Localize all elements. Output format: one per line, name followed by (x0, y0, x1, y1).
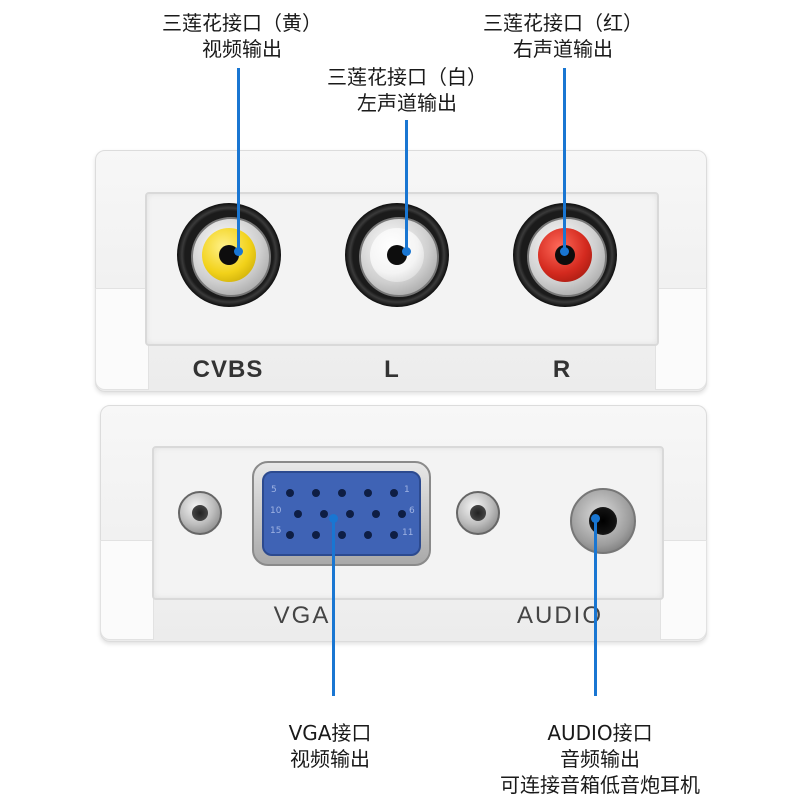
callout-red-title: 三莲花接口（红） (483, 11, 643, 35)
bottom-unit-right-seam (660, 540, 707, 640)
vga-pin-number: 11 (402, 528, 414, 538)
rca-jack-white (345, 203, 449, 307)
label-vga: VGA (273, 602, 331, 629)
callout-vga: VGA接口 视频输出 (250, 720, 410, 772)
bottom-unit-left-seam (100, 540, 154, 640)
leader-dot-yellow (234, 247, 243, 256)
leader-line-yellow (237, 68, 240, 250)
vga-screw-left-icon (178, 491, 222, 535)
vga-pin (320, 510, 328, 518)
vga-pin-number: 5 (271, 485, 277, 495)
vga-connector (262, 471, 421, 556)
callout-audio-desc: 音频输出 (560, 747, 640, 771)
vga-pin (294, 510, 302, 518)
leader-line-red (563, 68, 566, 250)
callout-audio-title: AUDIO接口 (547, 721, 653, 745)
callout-yellow-desc: 视频输出 (202, 37, 282, 61)
leader-line-audio (594, 518, 597, 696)
vga-pin (338, 531, 346, 539)
callout-right-red: 三莲花接口（红） 右声道输出 (463, 10, 663, 62)
callout-audio-note: 可连接音箱低音炮耳机 (500, 773, 700, 797)
vga-pin (364, 489, 372, 497)
vga-pin (390, 489, 398, 497)
leader-dot-vga (329, 514, 338, 523)
vga-pin (286, 531, 294, 539)
label-cvbs: CVBS (192, 356, 264, 383)
vga-screw-right-icon (456, 491, 500, 535)
top-unit-right-seam (655, 288, 707, 390)
vga-pin-number: 6 (409, 506, 415, 516)
callout-yellow-title: 三莲花接口（黄） (162, 11, 322, 35)
leader-line-white (405, 120, 408, 250)
top-unit-left-seam (95, 288, 149, 390)
callout-white-title: 三莲花接口（白） (327, 65, 487, 89)
callout-vga-title: VGA接口 (288, 721, 372, 745)
label-left: L (384, 356, 400, 383)
leader-dot-red (560, 247, 569, 256)
vga-pin (390, 531, 398, 539)
callout-left-white: 三莲花接口（白） 左声道输出 (307, 64, 507, 116)
callout-red-desc: 右声道输出 (513, 37, 613, 61)
vga-pin (346, 510, 354, 518)
vga-pin-number: 15 (270, 526, 282, 536)
leader-line-vga (332, 518, 335, 696)
audio-jack (570, 488, 636, 554)
callout-cvbs-yellow: 三莲花接口（黄） 视频输出 (142, 10, 342, 62)
label-right: R (552, 356, 572, 383)
rca-jack-yellow (177, 203, 281, 307)
label-audio: AUDIO (516, 602, 603, 629)
vga-pin-number: 1 (404, 485, 410, 495)
vga-pin (286, 489, 294, 497)
vga-pin (398, 510, 406, 518)
vga-pin (338, 489, 346, 497)
vga-pin (312, 489, 320, 497)
callout-white-desc: 左声道输出 (357, 91, 457, 115)
vga-pin (364, 531, 372, 539)
leader-dot-audio (591, 514, 600, 523)
vga-pin-number: 10 (270, 506, 282, 516)
leader-dot-white (402, 247, 411, 256)
vga-pin (372, 510, 380, 518)
callout-vga-desc: 视频输出 (290, 747, 370, 771)
vga-pin (312, 531, 320, 539)
callout-audio: AUDIO接口 音频输出 可连接音箱低音炮耳机 (470, 720, 730, 798)
